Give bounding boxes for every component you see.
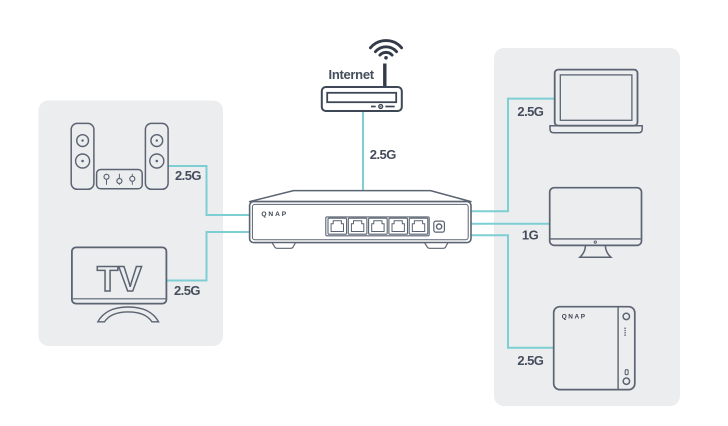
- svg-text:Internet: Internet: [329, 67, 375, 82]
- svg-text:2.5G: 2.5G: [370, 147, 396, 162]
- svg-text:2.5G: 2.5G: [175, 168, 201, 183]
- svg-text:QNAP: QNAP: [562, 314, 587, 321]
- svg-text:1G: 1G: [522, 228, 539, 243]
- svg-text:TV: TV: [97, 260, 143, 299]
- svg-text:2.5G: 2.5G: [517, 104, 543, 119]
- svg-text:QNAP: QNAP: [261, 211, 288, 218]
- svg-text:2.5G: 2.5G: [517, 353, 543, 368]
- svg-text:2.5G: 2.5G: [174, 283, 200, 298]
